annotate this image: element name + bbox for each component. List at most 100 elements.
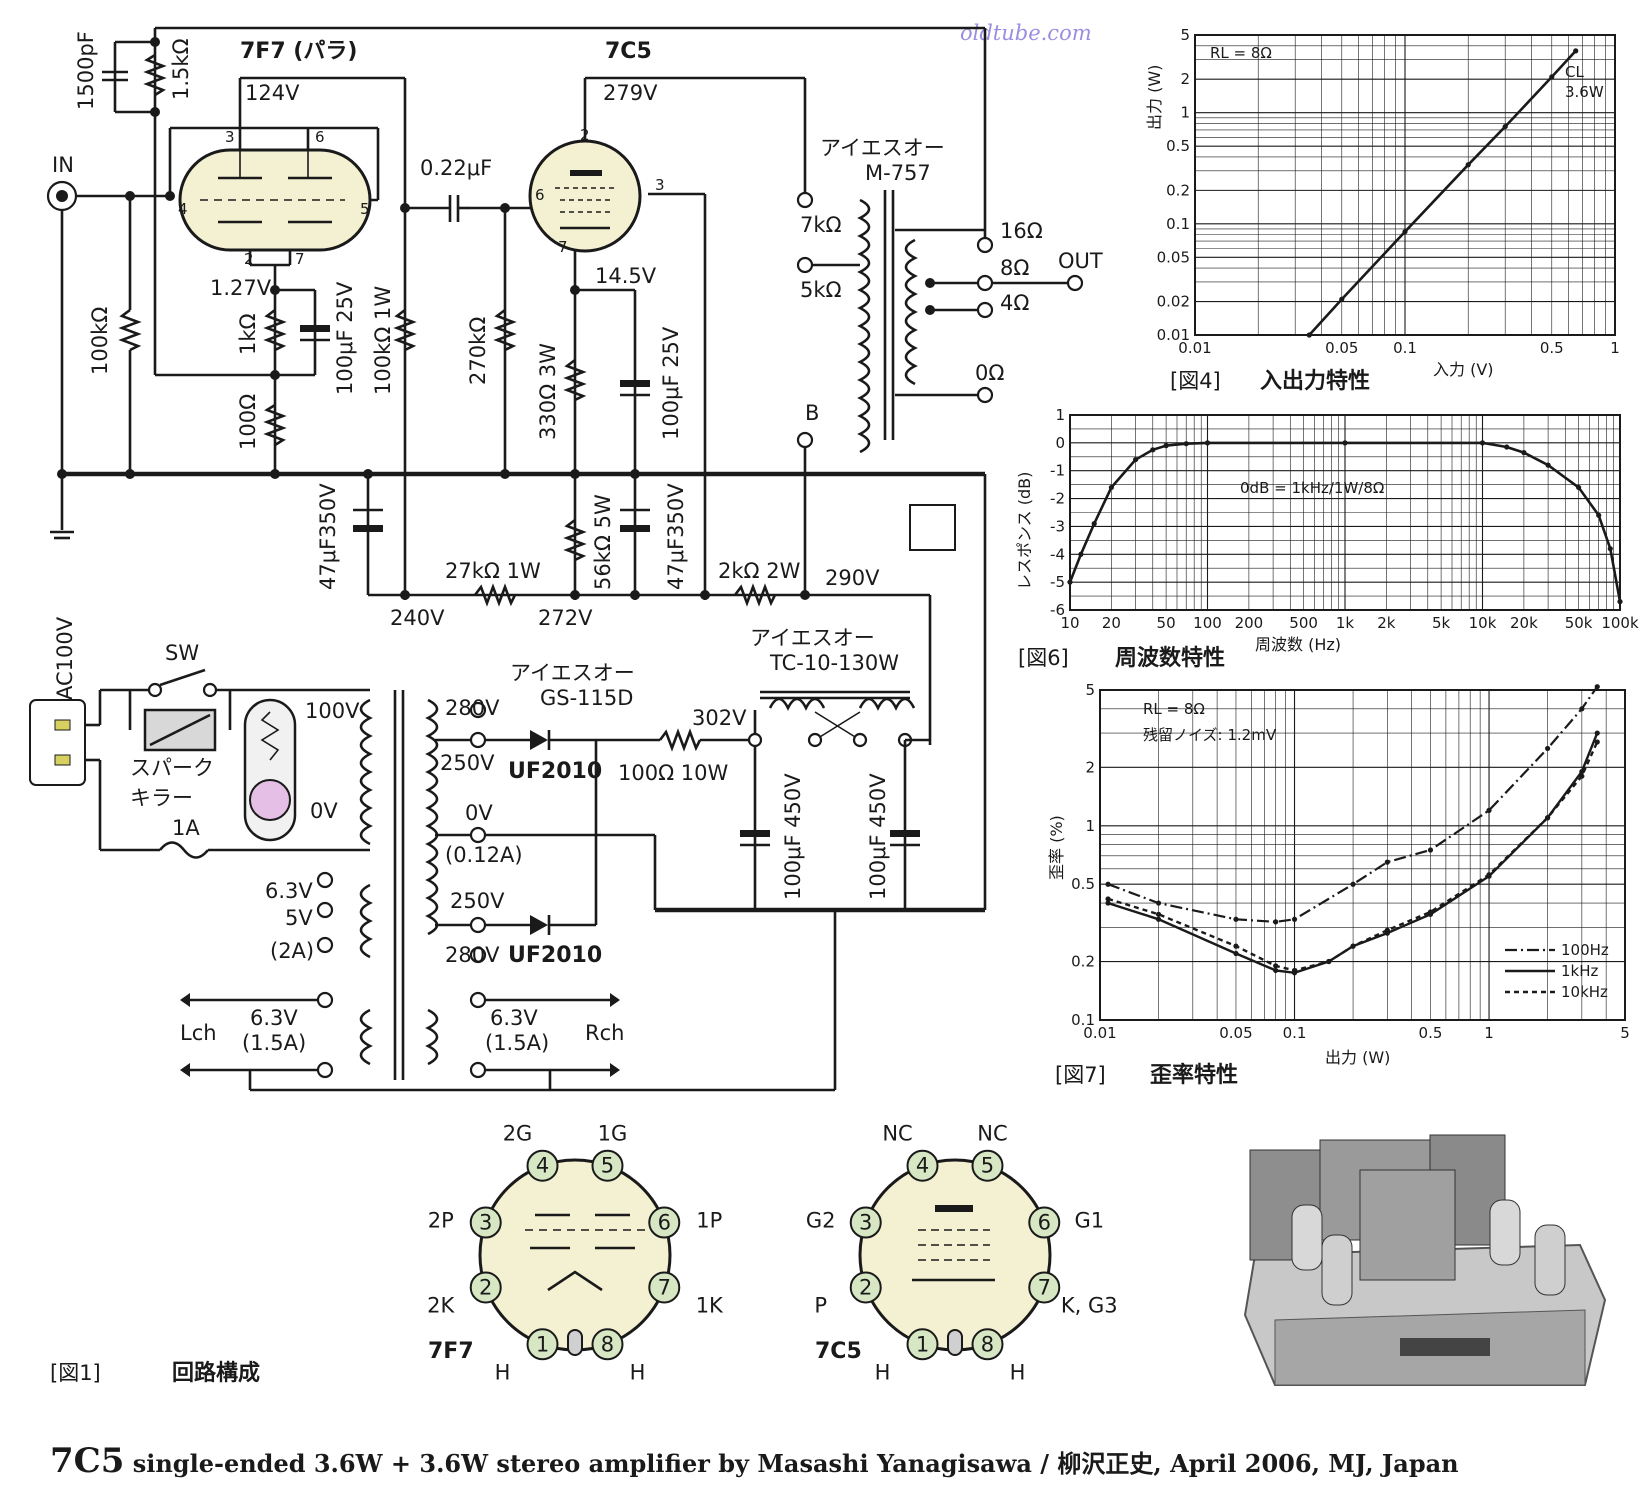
out-8: 8Ω (1000, 256, 1029, 280)
label-heater-l-a: (1.5A) (242, 1031, 306, 1055)
data-point (1384, 927, 1390, 933)
label-pt-maker: アイエスオー (510, 661, 635, 685)
data-point (1579, 706, 1585, 712)
label-100v: 100V (305, 699, 360, 723)
output-transformer (796, 190, 1084, 454)
x-tick-label: 2k (1377, 614, 1396, 632)
data-point (1544, 745, 1551, 752)
fig4-note-rl: RL = 8Ω (1210, 44, 1272, 62)
x-tick-label: 200 (1235, 614, 1264, 632)
data-point (1233, 950, 1239, 957)
data-point (1545, 462, 1551, 468)
pin-number: 3 (479, 1211, 492, 1235)
pin-label-7c5-7: 7 (558, 238, 568, 256)
x-tick-label: 0.5 (1419, 1024, 1443, 1042)
data-point (1486, 872, 1492, 878)
label-heater-l-v: 6.3V (250, 1006, 298, 1030)
label-1k: 1kΩ (236, 313, 260, 355)
y-tick-label: -5 (1050, 573, 1065, 591)
y-tick-label: 0.5 (1071, 875, 1095, 893)
label-272v: 272V (538, 606, 593, 630)
pinout-7c5-name: 7C5 (815, 1339, 862, 1364)
pin-number: 4 (916, 1154, 929, 1178)
label-47u350-b: 47μF350V (664, 483, 688, 590)
data-point (1427, 909, 1434, 915)
schematic-fig-label: [図1] (50, 1361, 101, 1385)
label-fuse: 1A (172, 816, 200, 840)
data-point (1573, 48, 1579, 54)
data-point (1594, 684, 1600, 690)
pin-function-label: G1 (1074, 1209, 1104, 1233)
fig4-ylabel: 出力 (W) (1145, 65, 1164, 130)
junction-dots (57, 37, 935, 600)
data-point (1273, 919, 1279, 925)
amplifier-photo (1225, 1118, 1607, 1388)
pin-label-7c5-6: 6 (535, 186, 545, 204)
x-tick-label: 100 (1193, 614, 1222, 632)
x-tick-label: 0.1 (1283, 1024, 1307, 1042)
pin-number: 1 (536, 1332, 549, 1356)
label-47u350-a: 47μF350V (316, 483, 340, 590)
data-point (1576, 484, 1582, 491)
data-point (1155, 916, 1162, 922)
label-100u450-a: 100μF 450V (781, 773, 805, 900)
label-uf2010-b: UF2010 (508, 943, 602, 968)
opt-model: M-757 (865, 161, 931, 185)
legend-label: 10kHz (1561, 983, 1608, 1001)
data-point (1204, 440, 1211, 446)
data-point (1291, 916, 1298, 922)
pin-circle (526, 1149, 559, 1182)
pin-circle (971, 1149, 1004, 1182)
fig6-title: 周波数特性 (1115, 645, 1225, 671)
data-point (1155, 911, 1162, 917)
caption-tube: 7C5 (50, 1441, 124, 1481)
label-in: IN (52, 153, 74, 177)
pin-circle (906, 1328, 939, 1361)
fig6-fig-label: [図6] (1018, 646, 1069, 670)
pin-label-7c5-2: 2 (580, 126, 590, 144)
y-tick-label: 0.01 (1157, 326, 1190, 344)
pin-circle (591, 1328, 624, 1361)
label-100ohm: 100Ω (236, 394, 260, 450)
label-012a: (0.12A) (445, 843, 523, 867)
data-point (1607, 546, 1613, 552)
schematic-fig-title: 回路構成 (172, 1360, 260, 1386)
pin-label-4: 4 (178, 200, 188, 218)
label-heater-r-v: 6.3V (490, 1006, 538, 1030)
tube-7f7-title: 7F7 (パラ) (240, 39, 357, 64)
pin-circle (849, 1206, 882, 1239)
data-point (1067, 579, 1073, 585)
x-tick-label: 500 (1289, 614, 1318, 632)
label-ac100v: AC100V (53, 616, 77, 700)
out-4: 4Ω (1000, 291, 1029, 315)
series-line (1107, 686, 1599, 924)
y-tick-label: 0.2 (1166, 181, 1190, 199)
label-240v: 240V (390, 606, 445, 630)
y-tick-label: -2 (1050, 490, 1065, 508)
chart-fig6: レスポンス (dB) 周波数 (Hz) [図6] 周波数特性 0dB = 1kH… (1015, 406, 1639, 671)
plot-frame (1069, 414, 1621, 611)
y-tick-label: -1 (1050, 462, 1065, 480)
out-0: 0Ω (975, 361, 1004, 385)
data-point (1342, 440, 1348, 446)
label-63v: 6.3V (265, 879, 313, 903)
data-point (1233, 916, 1239, 922)
label-out: OUT (1058, 249, 1103, 273)
label-0v-pri: 0V (310, 799, 338, 823)
tap-7k: 7kΩ (800, 213, 842, 237)
x-tick-label: 1 (1610, 339, 1620, 357)
data-point (1544, 815, 1551, 821)
label-heater-r-a: (1.5A) (485, 1031, 549, 1055)
chart-fig4: 出力 (W) 入力 (V) [図4] 入出力特性 RL = 8Ω CL 3.6W… (1145, 26, 1620, 394)
data-point (1594, 739, 1600, 745)
label-302v: 302V (692, 706, 747, 730)
data-point (1479, 440, 1486, 446)
data-point (1105, 896, 1111, 902)
pin-number: 4 (536, 1154, 549, 1178)
data-point (1617, 599, 1623, 605)
label-0v-sec: 0V (465, 801, 493, 825)
pin-circle (906, 1149, 939, 1182)
x-tick-label: 50 (1157, 614, 1176, 632)
